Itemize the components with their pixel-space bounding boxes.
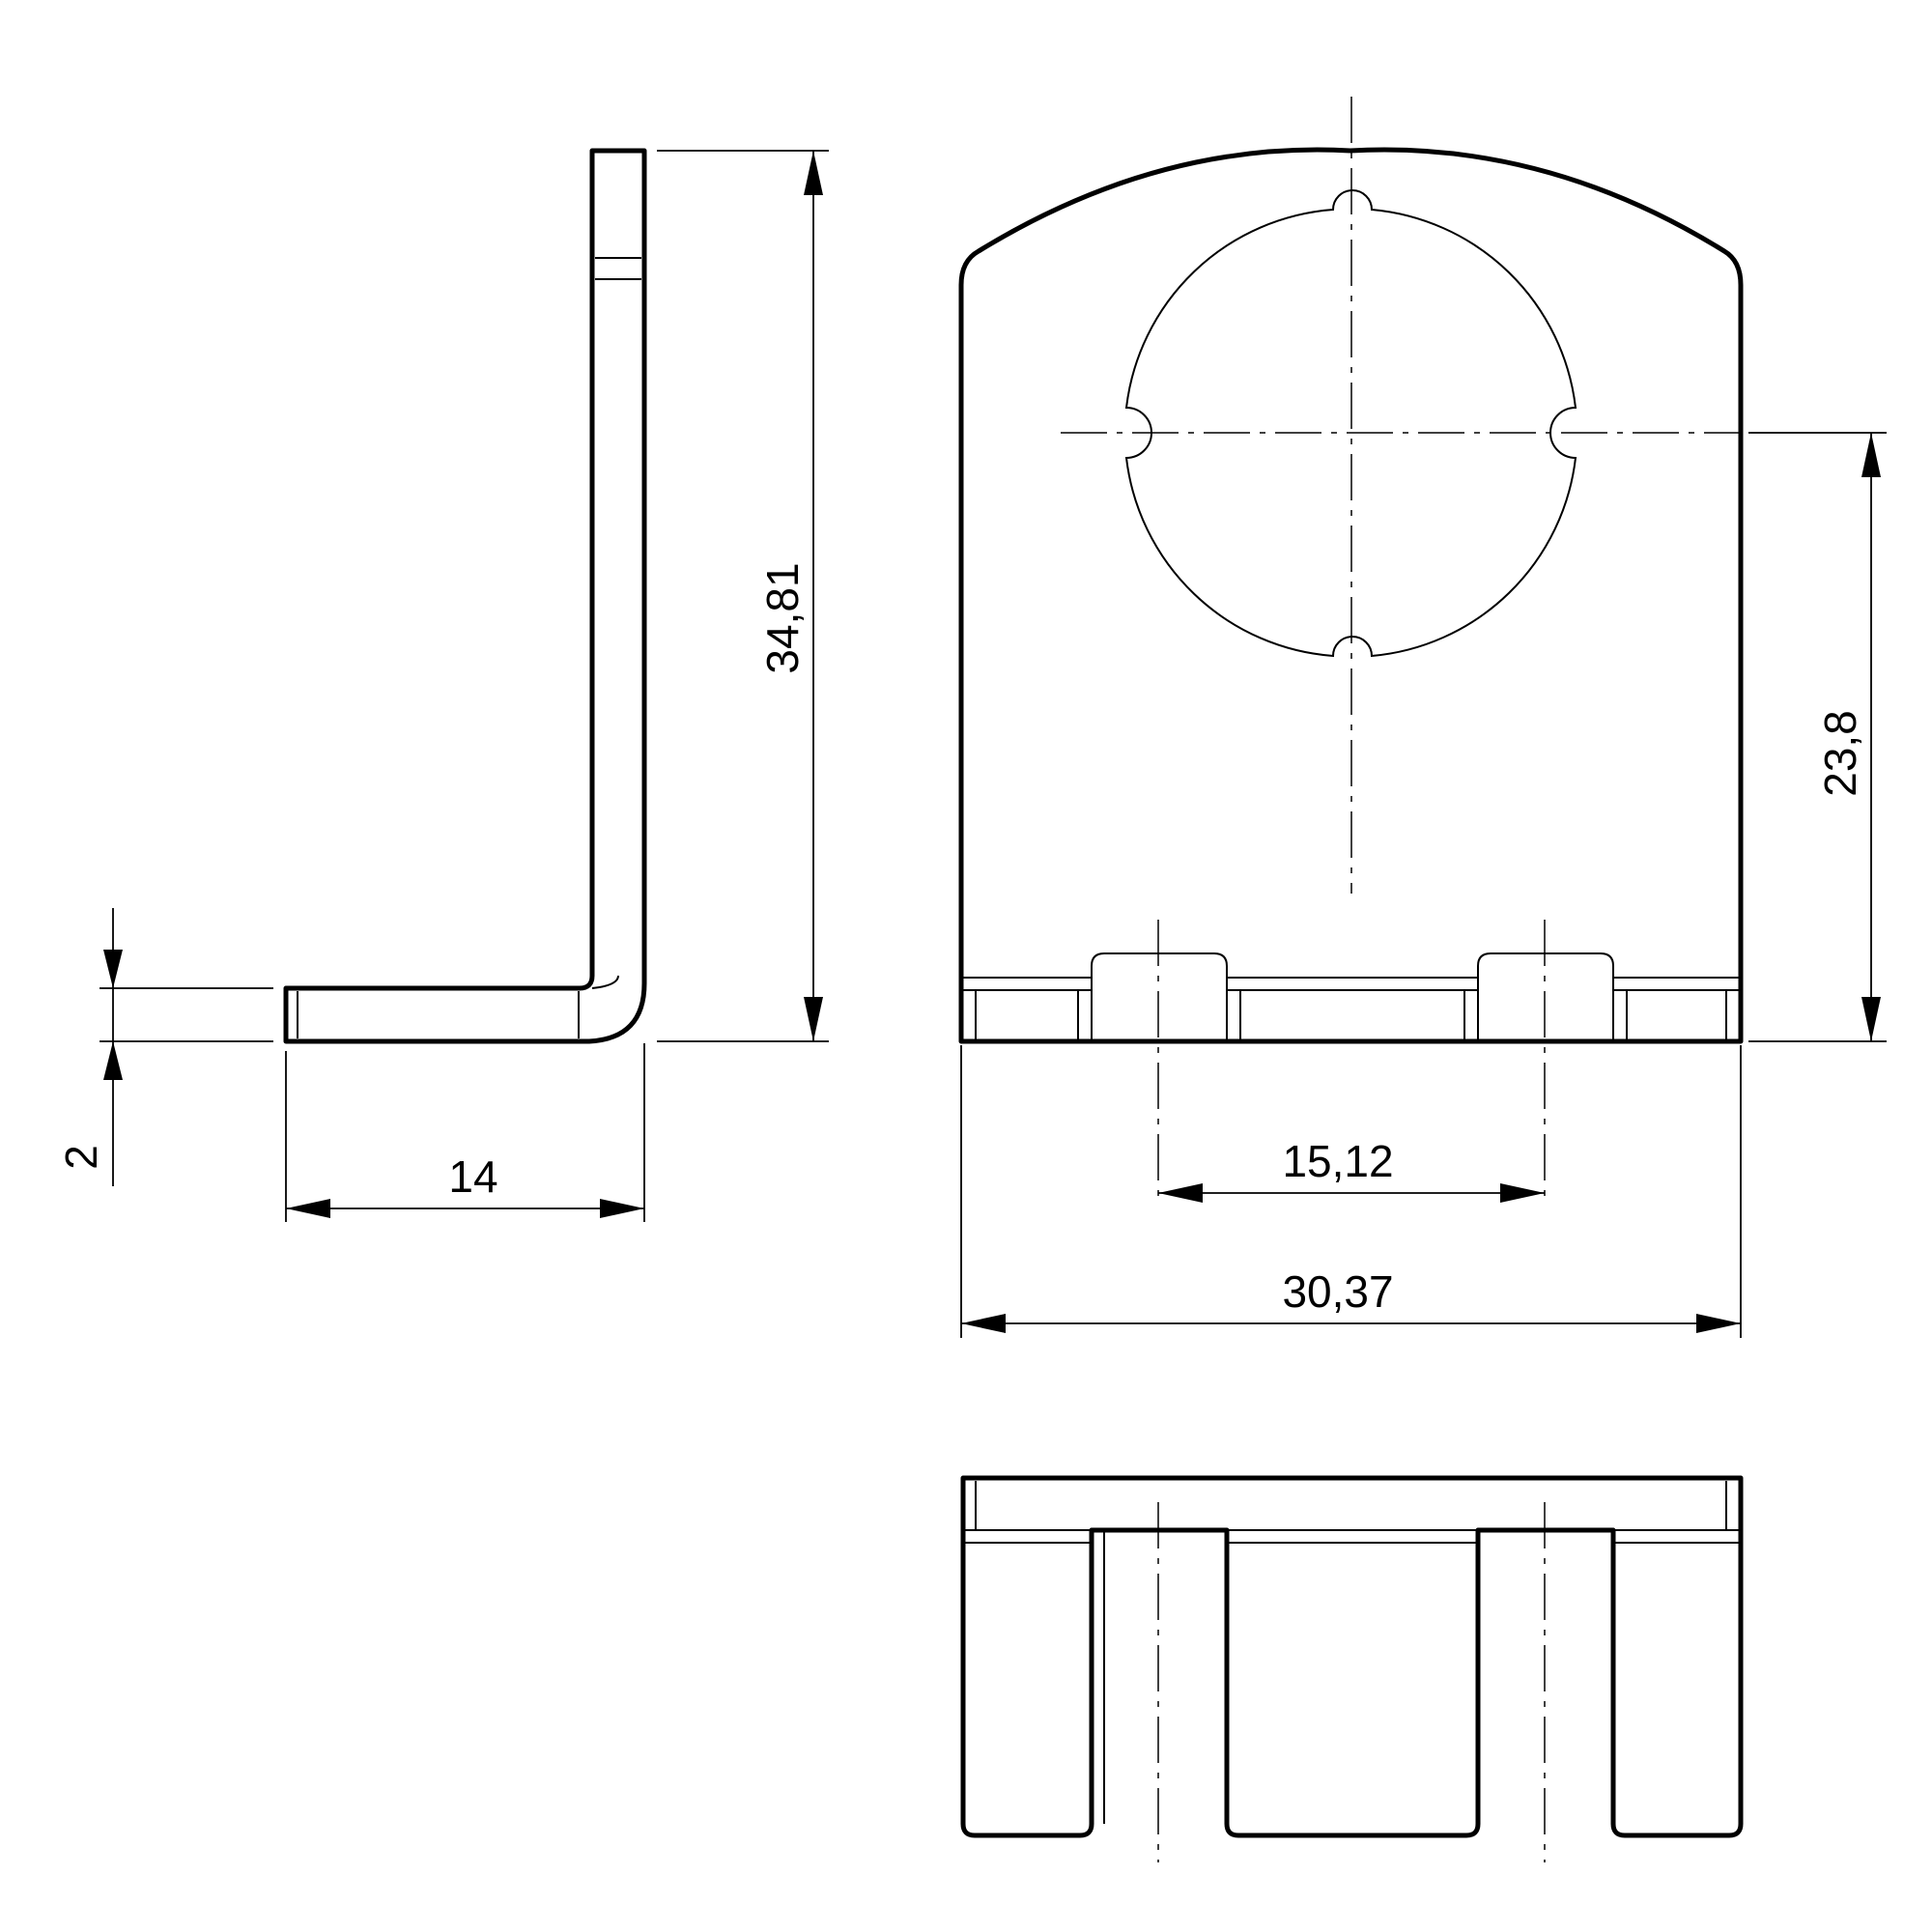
dimension-thickness: 2 bbox=[56, 908, 273, 1186]
tab-right bbox=[1477, 952, 1614, 1041]
dimension-hole-center-height: 23,8 bbox=[1748, 432, 1887, 1042]
side-bend-radius bbox=[591, 975, 619, 989]
bottom-view bbox=[960, 1475, 1744, 1862]
side-profile-outline bbox=[283, 148, 647, 1044]
mounting-hole bbox=[1124, 189, 1577, 658]
dimension-height-total: 34,81 bbox=[657, 150, 829, 1042]
tab-left bbox=[1091, 952, 1228, 1041]
front-plate-outline bbox=[958, 147, 1744, 1044]
dimension-label-hole-center-height: 23,8 bbox=[1815, 710, 1865, 797]
front-view bbox=[958, 97, 1744, 1196]
dimension-width-total: 30,37 bbox=[960, 1045, 1742, 1338]
side-view bbox=[283, 148, 647, 1044]
bottom-outline bbox=[960, 1475, 1744, 1838]
dimension-label-height-total: 34,81 bbox=[757, 562, 808, 673]
dimension-label-tab-spacing: 15,12 bbox=[1282, 1136, 1393, 1186]
dimension-label-thickness: 2 bbox=[56, 1145, 106, 1170]
dimension-flange-length: 14 bbox=[285, 1043, 645, 1222]
dimension-label-flange-length: 14 bbox=[448, 1151, 497, 1202]
dimension-label-width-total: 30,37 bbox=[1282, 1266, 1393, 1317]
dimension-tab-spacing: 15,12 bbox=[1158, 1136, 1545, 1203]
